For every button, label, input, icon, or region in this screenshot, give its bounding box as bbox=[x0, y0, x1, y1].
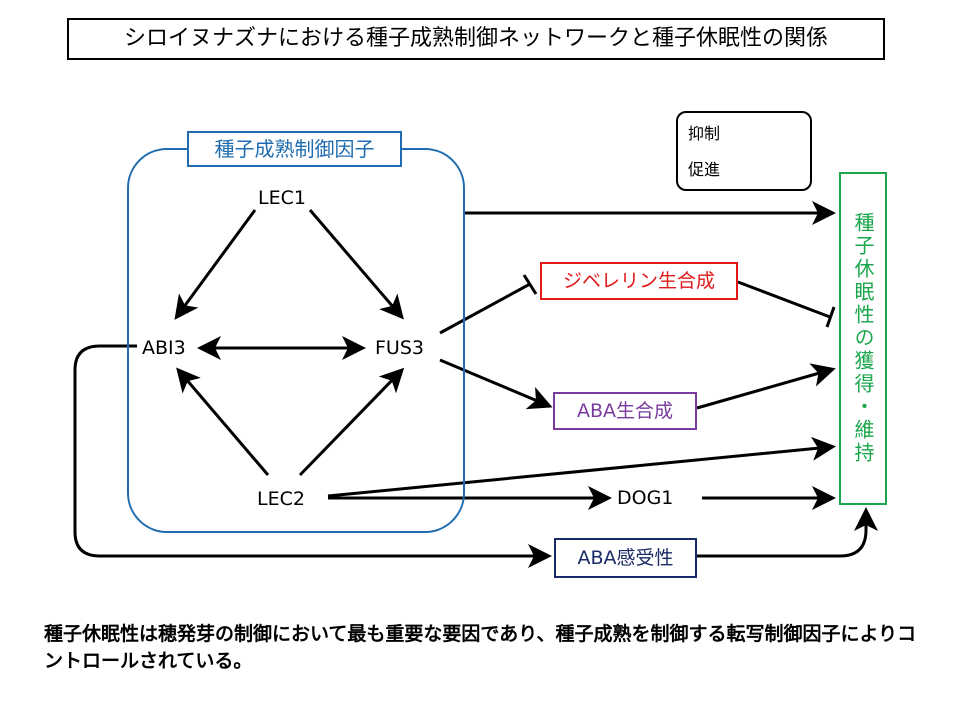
arrow-lec2-fus3 bbox=[298, 367, 405, 477]
arrow-lec2-abi3 bbox=[176, 367, 270, 476]
arrow-lec2-dormancy bbox=[327, 436, 836, 498]
arrow-lec1-fus3 bbox=[308, 209, 404, 320]
maturation-factor-group-label: 種子成熟制御因子 bbox=[187, 131, 402, 167]
inhibit-bar-dormancy bbox=[825, 306, 836, 328]
legend-promotion-label: 促進 bbox=[688, 160, 721, 179]
inhibit-bar-gibberellin bbox=[522, 274, 538, 295]
diagram-title: シロイヌナズナにおける種子成熟制御ネットワークと種子休眠性の関係 bbox=[67, 18, 885, 60]
gibberellin-biosynthesis-box: ジベレリン生合成 bbox=[540, 262, 738, 300]
node-fus3: FUS3 bbox=[375, 336, 424, 360]
node-dog1: DOG1 bbox=[617, 486, 674, 510]
arrow-aba-sensitivity-dormancy bbox=[697, 507, 878, 558]
aba-sensitivity-box: ABA感受性 bbox=[554, 538, 697, 578]
legend-inhibition-label: 抑制 bbox=[688, 124, 721, 143]
arrow-lec1-abi3 bbox=[174, 209, 257, 320]
aba-biosynthesis-box: ABA生合成 bbox=[553, 392, 697, 430]
arrow-fus3-aba-synthesis bbox=[439, 358, 553, 410]
node-abi3: ABI3 bbox=[142, 336, 186, 360]
node-lec2: LEC2 bbox=[257, 487, 305, 511]
seed-dormancy-box: 種子休眠性の獲得・維持 bbox=[839, 172, 887, 505]
inhibit-gibberellin-dormancy bbox=[737, 280, 831, 319]
caption-text: 種子休眠性は穂発芽の制御において最も重要な要因であり、種子成熟を制御する転写制御… bbox=[44, 623, 917, 672]
node-lec1: LEC1 bbox=[258, 186, 306, 210]
arrow-abi3-aba-sensitivity bbox=[73, 344, 552, 568]
arrow-aba-synthesis-dormancy bbox=[696, 363, 836, 410]
inhibit-fus3-gibberellin bbox=[439, 282, 531, 335]
legend-box bbox=[676, 111, 812, 191]
